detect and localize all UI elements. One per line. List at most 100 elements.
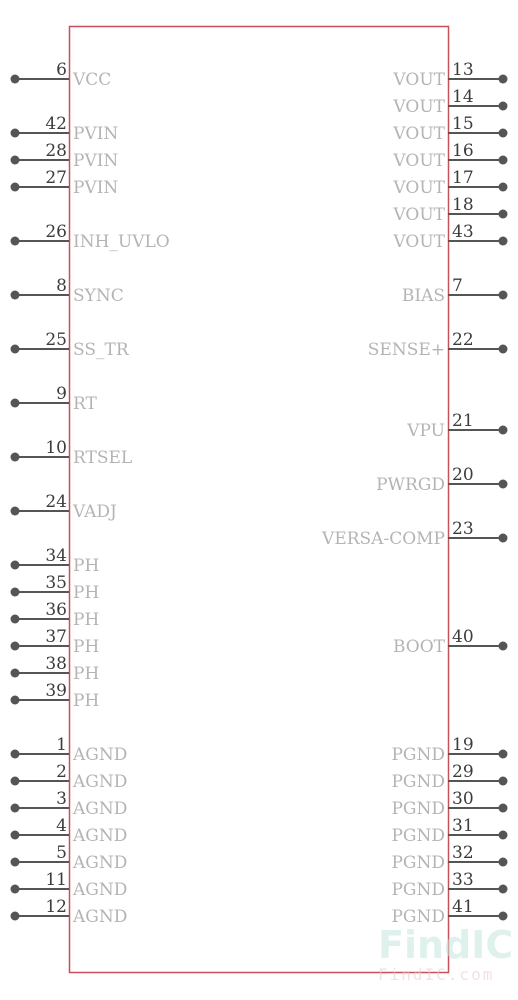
pin-end-dot	[10, 74, 20, 84]
pin-name: PWRGD	[376, 475, 445, 495]
pin-end-dot	[10, 857, 20, 867]
pin-number: 13	[452, 60, 474, 80]
pin-name: PH	[73, 637, 99, 657]
pin-end-dot	[498, 74, 508, 84]
pin-number: 15	[452, 114, 474, 134]
pin-end-dot	[498, 911, 508, 921]
pin-end-dot	[10, 830, 20, 840]
pin-name: PGND	[391, 907, 445, 927]
pin-name: INH_UVLO	[73, 232, 170, 252]
pin-end-dot	[10, 128, 20, 138]
pin-end-dot	[10, 749, 20, 759]
pin-end-dot	[498, 425, 508, 435]
pin-name: VOUT	[392, 205, 445, 225]
pin-number: 23	[452, 519, 474, 539]
pin-name: AGND	[72, 745, 127, 765]
pin-end-dot	[498, 749, 508, 759]
pin-name: AGND	[72, 799, 127, 819]
ic-body-outline	[68, 25, 450, 974]
pin-name: VCC	[72, 70, 111, 90]
pin-end-dot	[10, 155, 20, 165]
pin-name: PGND	[391, 880, 445, 900]
pin-number: 16	[452, 141, 474, 161]
pin-number: 10	[45, 438, 67, 458]
pin-number: 42	[45, 114, 67, 134]
pin-name: PGND	[391, 853, 445, 873]
pin-name: PVIN	[73, 124, 118, 144]
pin-end-dot	[10, 290, 20, 300]
right-pin-group: 13VOUT14VOUT15VOUT16VOUT17VOUT18VOUT43VO…	[321, 60, 508, 927]
pin-number: 41	[452, 897, 474, 917]
watermark-logo: FindIC	[378, 923, 513, 967]
pin-name: VPU	[406, 421, 445, 441]
pin-name: VERSA-COMP	[321, 529, 445, 549]
pin-end-dot	[498, 641, 508, 651]
pin-number: 29	[452, 762, 474, 782]
pin-number: 2	[56, 762, 67, 782]
pin-name: PH	[73, 583, 99, 603]
pin-name: PH	[73, 610, 99, 630]
pin-name: SYNC	[73, 286, 124, 306]
pin-end-dot	[498, 803, 508, 813]
pin-end-dot	[10, 587, 20, 597]
pin-name: PGND	[391, 745, 445, 765]
pin-number: 11	[45, 870, 67, 890]
pin-number: 4	[56, 816, 67, 836]
pin-number: 35	[45, 573, 67, 593]
pin-name: PH	[73, 664, 99, 684]
pin-name: AGND	[72, 907, 127, 927]
pin-name: RTSEL	[73, 448, 132, 468]
pin-name: SS_TR	[73, 340, 130, 360]
pin-number: 14	[452, 87, 474, 107]
pin-end-dot	[10, 182, 20, 192]
pin-number: 19	[452, 735, 474, 755]
pin-number: 17	[452, 168, 474, 188]
pin-name: BIAS	[402, 286, 445, 306]
pin-number: 1	[56, 735, 67, 755]
pin-end-dot	[498, 236, 508, 246]
watermark-url: FindIC.com	[378, 965, 494, 984]
pin-name: AGND	[72, 880, 127, 900]
pin-number: 24	[45, 492, 67, 512]
pin-name: VOUT	[392, 124, 445, 144]
pin-number: 9	[56, 384, 67, 404]
pin-number: 3	[56, 789, 67, 809]
pin-number: 30	[452, 789, 474, 809]
pin-end-dot	[10, 668, 20, 678]
pin-number: 6	[56, 60, 67, 80]
pin-end-dot	[10, 641, 20, 651]
pin-name: VOUT	[392, 178, 445, 198]
pin-end-dot	[10, 398, 20, 408]
pin-name: PGND	[391, 826, 445, 846]
pin-end-dot	[498, 182, 508, 192]
